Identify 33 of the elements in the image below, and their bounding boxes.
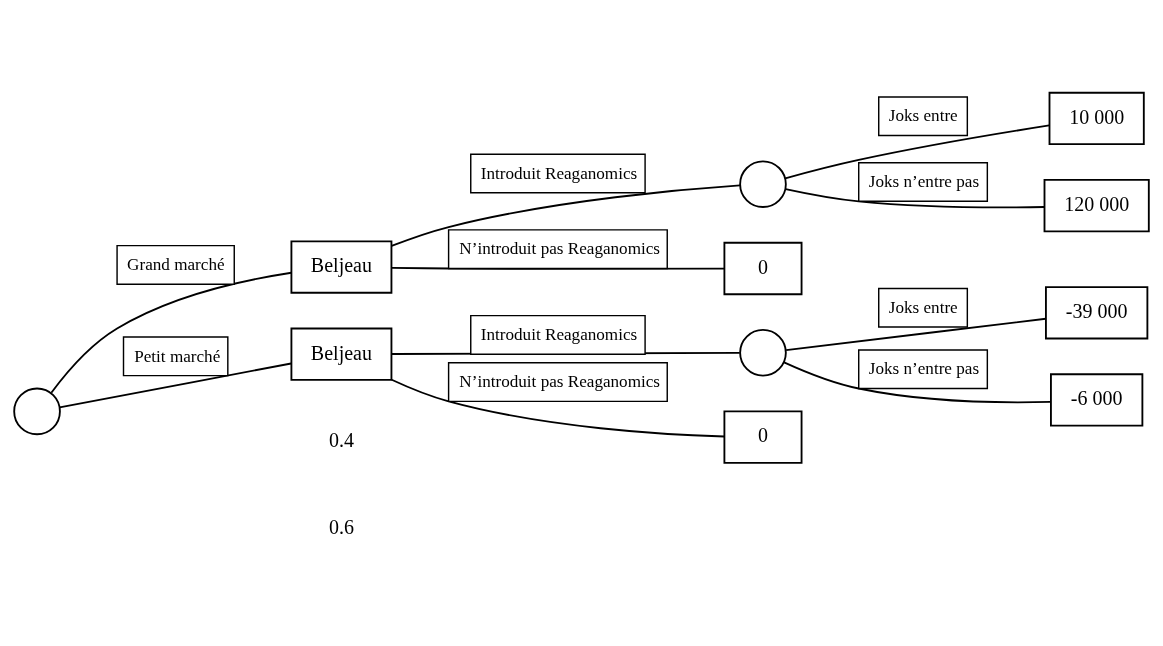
edge-label: N’introduit pas Reaganomics <box>459 238 661 258</box>
node-circle <box>739 159 787 208</box>
label: 0.4 <box>328 428 354 451</box>
connector <box>390 266 725 270</box>
node-box: -39 000 <box>1045 285 1149 339</box>
node-box: 10 000 <box>1048 91 1145 145</box>
node-box: Beljeau <box>290 327 393 381</box>
edge-label: Grand marché <box>127 254 225 274</box>
edge-label: Introduit Reaganomics <box>480 163 638 183</box>
node-circle <box>739 328 787 377</box>
connector <box>50 271 293 394</box>
node-box: -6 000 <box>1050 372 1144 427</box>
node-box: Beljeau <box>290 239 393 294</box>
node-box: 0 <box>723 409 803 464</box>
edge-label: Joks entre <box>888 297 958 317</box>
connector <box>390 351 741 355</box>
connector <box>58 362 292 408</box>
edge-label: Petit marché <box>134 346 221 366</box>
node-box: 0 <box>723 241 803 295</box>
label: 0.6 <box>328 515 354 538</box>
node-box: 120 000 <box>1043 178 1150 232</box>
connector <box>785 317 1047 351</box>
edge-label: Joks entre <box>888 105 958 125</box>
edge-label: Introduit Reaganomics <box>480 324 638 344</box>
edge-label: Joks n’entre pas <box>868 358 980 378</box>
connector <box>784 187 1046 208</box>
edge-label: N’introduit pas Reaganomics <box>459 371 661 391</box>
node-circle <box>13 387 61 435</box>
edge-label: Joks n’entre pas <box>868 171 980 191</box>
connector <box>784 123 1051 179</box>
connector <box>783 360 1052 403</box>
connector <box>390 378 726 437</box>
connector <box>390 184 741 247</box>
